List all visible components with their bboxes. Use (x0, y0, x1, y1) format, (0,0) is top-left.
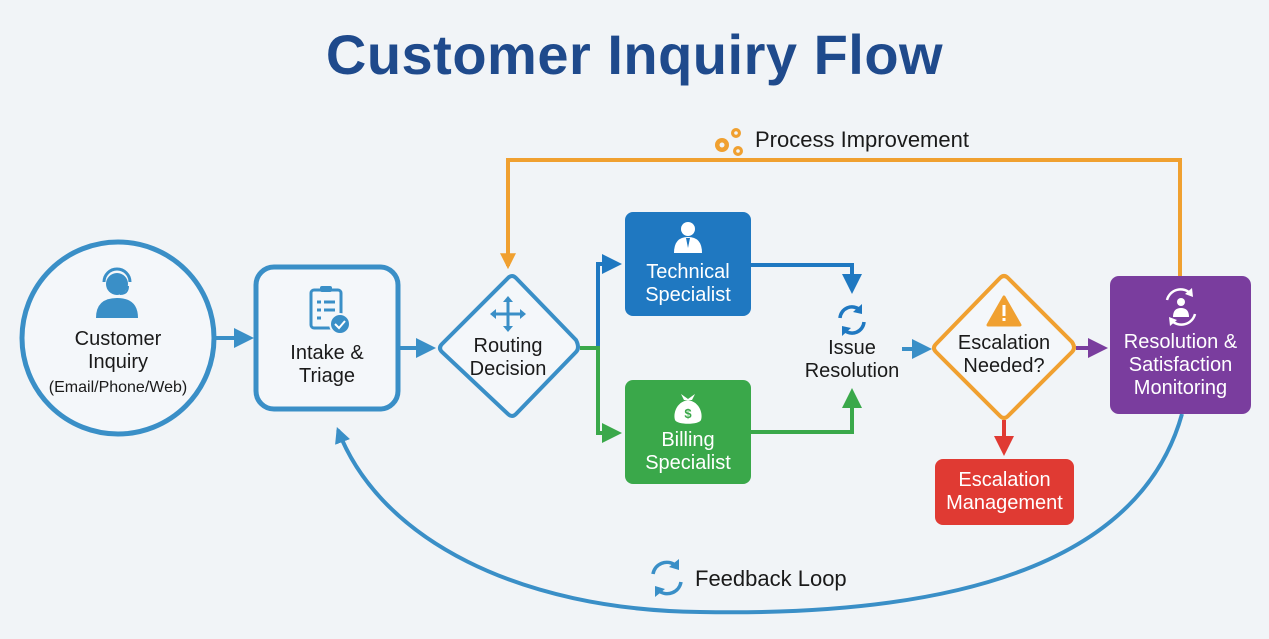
edge-billing-to-resolution (751, 388, 862, 434)
technical-specialist-label: Technical Specialist (625, 261, 751, 307)
escalation-management-node[interactable] (935, 459, 1074, 525)
escalation-management-line1: Escalation (958, 469, 1051, 491)
intake-triage-label: Intake & Triage (256, 342, 398, 388)
routing-line1: Routing (473, 335, 543, 357)
process-improvement-edge (500, 158, 1182, 276)
edge-routing-to-billing (580, 346, 622, 443)
customer-inquiry-channels: (Email/Phone/Web) (48, 379, 188, 396)
feedback-refresh-icon (651, 559, 683, 597)
feedback-loop-text: Feedback Loop (695, 566, 847, 591)
escalation-management-line2: Management (946, 492, 1063, 514)
feedback-loop-edge (335, 413, 1184, 615)
warning-icon (986, 295, 1022, 327)
refresh-icon (838, 304, 866, 336)
escalation-needed-node[interactable] (932, 274, 1076, 420)
issue-resolution-line1: Issue (828, 337, 876, 359)
intake-line1: Intake & (290, 342, 364, 364)
technical-line2: Specialist (645, 284, 731, 306)
billing-specialist-label: Billing Specialist (625, 429, 751, 475)
resolution-monitoring-node[interactable] (1110, 276, 1251, 414)
customer-inquiry-line1: Customer (74, 328, 162, 350)
routing-decision-node[interactable] (438, 274, 580, 418)
process-improvement-text: Process Improvement (755, 127, 969, 152)
issue-resolution-line2: Resolution (804, 360, 900, 382)
resolution-monitoring-line2: Satisfaction (1128, 354, 1233, 376)
intake-triage-node[interactable] (253, 264, 401, 412)
issue-resolution-label[interactable]: Issue Resolution (796, 337, 908, 383)
money-bag-icon: $ (674, 394, 702, 424)
process-improvement-label: Process Improvement (755, 127, 969, 153)
page-title: Customer Inquiry Flow (325, 23, 944, 86)
technical-line1: Technical (646, 261, 730, 283)
move-arrows-icon (490, 296, 526, 332)
intake-line2: Triage (299, 365, 355, 387)
billing-line1: Billing (661, 429, 715, 451)
technical-specialist-node[interactable] (625, 212, 751, 316)
clipboard-check-icon (309, 286, 351, 335)
routing-line2: Decision (469, 358, 547, 380)
resolution-monitoring-label: Resolution & Satisfaction Monitoring (1110, 331, 1251, 400)
edge-routing-to-technical (580, 254, 622, 350)
user-cycle-icon (1165, 288, 1197, 326)
feedback-loop-label: Feedback Loop (695, 566, 847, 592)
gears-icon (715, 128, 743, 156)
escalation-needed-line1: Escalation (957, 332, 1051, 354)
customer-inquiry-label: Customer Inquiry (Email/Phone/Web) (38, 328, 198, 399)
businessman-icon (674, 222, 702, 253)
svg-text:$: $ (684, 406, 692, 421)
billing-specialist-node[interactable] (625, 380, 751, 484)
routing-decision-label: Routing Decision (448, 335, 568, 381)
escalation-needed-label: Escalation Needed? (944, 332, 1064, 378)
headset-user-icon (96, 267, 138, 318)
customer-inquiry-node[interactable] (19, 239, 217, 437)
billing-line2: Specialist (645, 452, 731, 474)
edge-technical-to-resolution (751, 263, 862, 294)
escalation-needed-line2: Needed? (963, 355, 1045, 377)
escalation-management-label: Escalation Management (935, 469, 1074, 515)
resolution-monitoring-line3: Monitoring (1133, 377, 1228, 399)
resolution-monitoring-line1: Resolution & (1123, 331, 1238, 353)
customer-inquiry-line2: Inquiry (87, 351, 149, 373)
